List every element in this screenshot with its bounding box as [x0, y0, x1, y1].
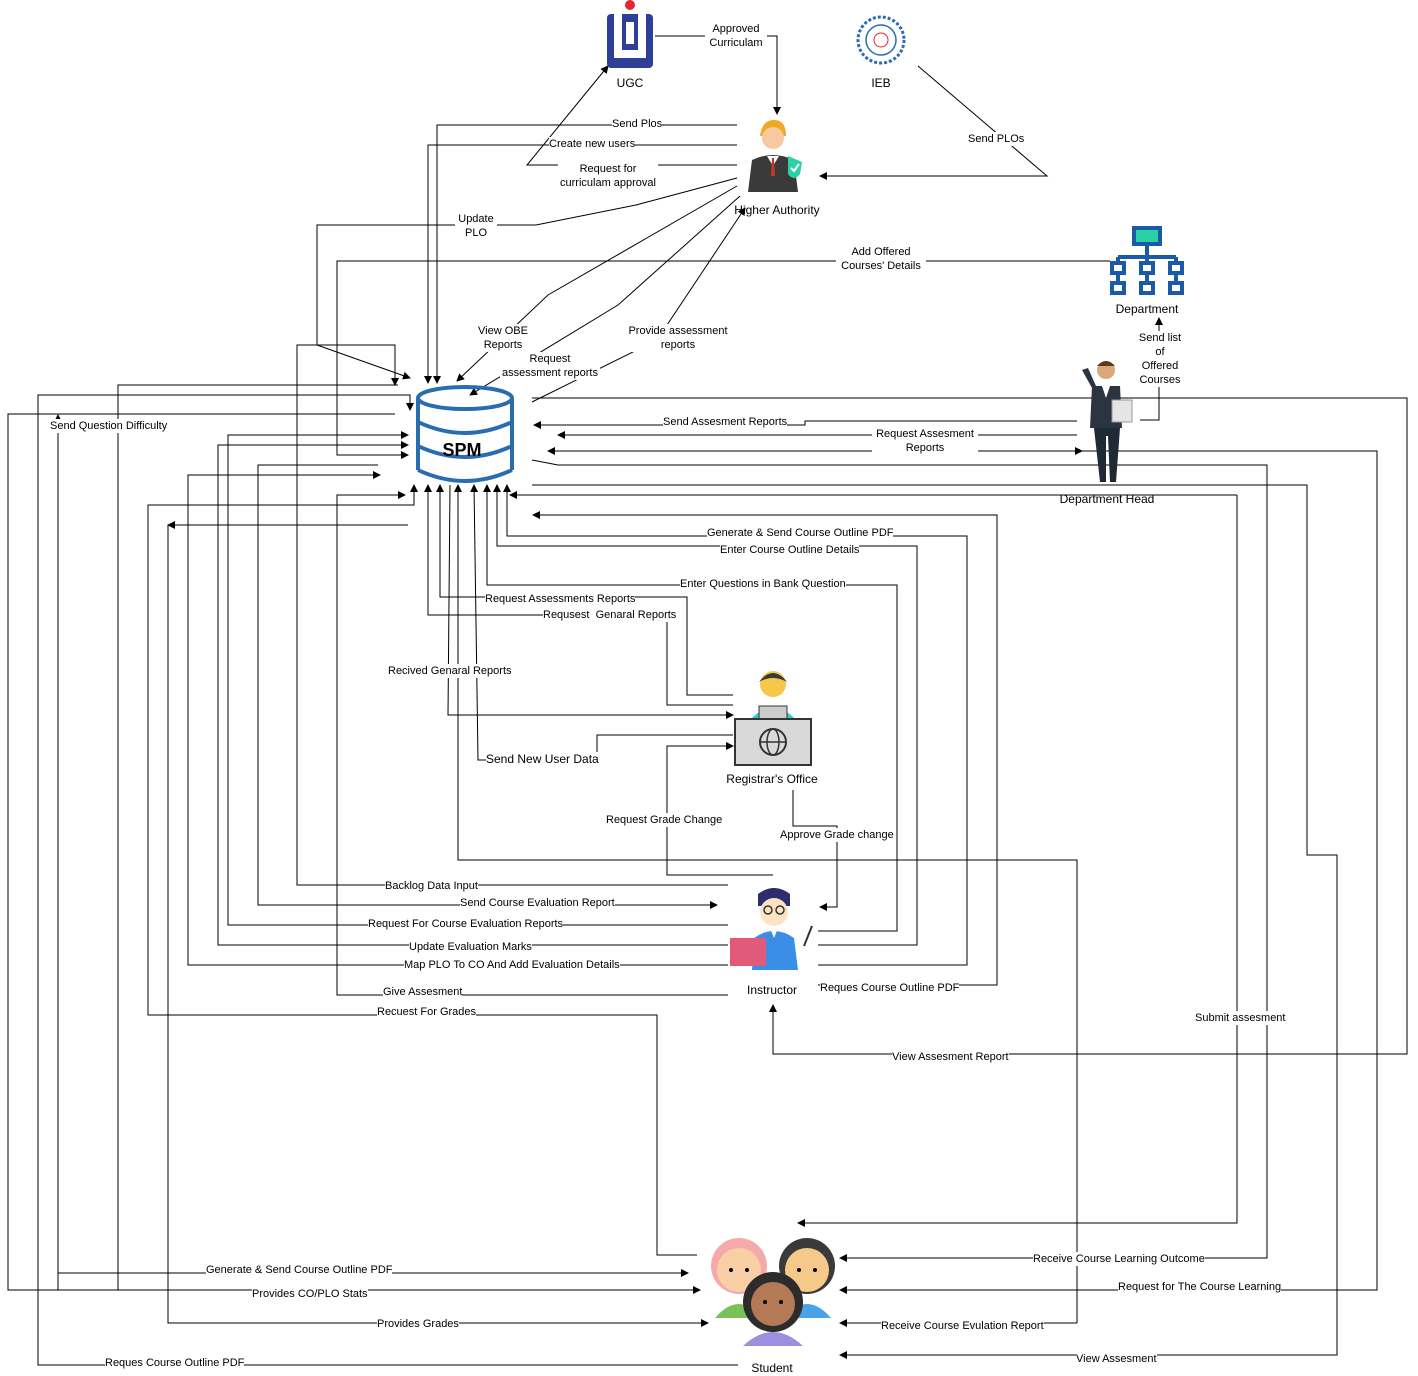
- ugc-logo-icon: [604, 0, 656, 70]
- ugc-label: UGC: [616, 76, 644, 90]
- instructor-label: Instructor: [746, 983, 797, 997]
- label-generate-send-course-outline-pdf: Generate & Send Course Outline PDF: [707, 526, 894, 540]
- edge-enter-course-outline: [493, 484, 918, 946]
- label-reques-course-outline-pdf-instr: Reques Course Outline PDF: [820, 981, 960, 995]
- label-request-grade-change: Request Grade Change: [606, 813, 723, 827]
- label-recived-genaral-reports: Recived Genaral Reports: [388, 664, 512, 678]
- edge-request-curriculam-approval: [525, 65, 737, 166]
- edge-approve-grade-change: [792, 790, 838, 911]
- label-generate-send-course-outline-pdf-student: Generate & Send Course Outline PDF: [206, 1263, 393, 1277]
- edge-submit-assesment: [797, 495, 1238, 1227]
- edge-recived-genaral-reports: [447, 484, 734, 719]
- edge-view-obe: [456, 185, 738, 382]
- label-send-question-difficulty: Send Question Difficulty: [50, 419, 168, 433]
- label-view-assesment: View Assesment: [1076, 1352, 1157, 1366]
- label-submit-assesment: Submit assesment: [1195, 1011, 1286, 1025]
- edge-give-assesment: [336, 491, 728, 996]
- label-provide-assessment-reports: Provide assessment reports: [626, 324, 730, 352]
- student-label: Student: [751, 1361, 793, 1375]
- edge-update-eval-marks: [217, 441, 728, 946]
- edge-recuest-grades: [147, 484, 697, 1256]
- edge-send-assessment-reports: [533, 420, 1077, 429]
- label-request-curriculam-approval: Request for curriculam approval: [558, 162, 658, 190]
- edge-enter-questions: [483, 484, 898, 932]
- edge-reques-outline-student: [37, 394, 738, 1366]
- edge-spm-right-2: [531, 459, 1268, 1262]
- department-hierarchy-icon: [1110, 225, 1184, 297]
- label-give-assesment: Give Assesment: [383, 985, 463, 999]
- edge-approved-curriculam: [655, 35, 781, 115]
- label-view-assesment-report: View Assesment Report: [892, 1050, 1009, 1064]
- label-provides-grades: Provides Grades: [377, 1317, 459, 1331]
- department-head-person-icon: [1078, 356, 1138, 486]
- higher-authority-person-icon: [742, 116, 812, 192]
- spm-label: SPM: [442, 440, 482, 460]
- label-add-offered-courses: Add Offered Courses' Details: [836, 245, 926, 273]
- label-requsest-genaral-reports: Requsest Genaral Reports: [543, 608, 677, 622]
- label-create-new-users: Create new users: [549, 137, 636, 151]
- label-update-evaluation-marks: Update Evaluation Marks: [409, 940, 532, 954]
- label-map-plo-to-co: Map PLO To CO And Add Evaluation Details: [404, 958, 620, 972]
- label-request-assessments-reports: Request Assessments Reports: [485, 592, 636, 606]
- department-head-label: Department Head: [1059, 492, 1155, 506]
- edge-request-grade-change: [666, 742, 773, 876]
- edge-provides-grades: [167, 525, 709, 1327]
- edge-update-plo: [316, 177, 738, 380]
- label-send-course-evaluation-report: Send Course Evaluation Report: [460, 896, 615, 910]
- label-send-new-user-data: Send New User Data: [486, 752, 599, 766]
- department-label: Department: [1115, 302, 1179, 316]
- spm-database-icon: SPM: [414, 384, 516, 484]
- edge-send-new-user-data: [470, 484, 733, 761]
- label-request-assesment-reports-dh: Request Assesment Reports: [872, 427, 978, 455]
- label-send-assesment-reports: Send Assesment Reports: [663, 415, 788, 429]
- student-group-icon: [703, 1234, 839, 1348]
- label-send-plos-ieb: Send PLOs: [968, 132, 1025, 146]
- edge-send-question-difficulty: [7, 413, 701, 1294]
- label-request-course-evaluation-reports: Request For Course Evaluation Reports: [368, 917, 564, 931]
- label-approve-grade-change: Approve Grade change: [780, 828, 894, 842]
- edge-generate-pdf-student: [54, 384, 398, 1291]
- label-receive-course-learning-outcome: Receive Course Learning Outcome: [1033, 1252, 1205, 1266]
- ieb-label: IEB: [871, 76, 891, 90]
- instructor-teacher-icon: [728, 884, 816, 974]
- label-reques-course-outline-pdf-student: Reques Course Outline PDF: [105, 1356, 245, 1370]
- label-approved-curriculam: Approved Curriculam: [705, 22, 767, 50]
- label-send-list-offered-courses: Send list of Offered Courses: [1136, 331, 1184, 387]
- edge-generate-course-outline: [503, 484, 968, 966]
- label-update-plo: Update PLO: [455, 212, 497, 240]
- registrar-label: Registrar's Office: [726, 772, 818, 786]
- label-send-plos: Send Plos: [612, 117, 663, 131]
- edge-req-course-eval: [227, 431, 728, 926]
- label-request-for-course-learning: Request for The Course Learning: [1118, 1280, 1282, 1294]
- edge-add-offered-courses: [336, 260, 1110, 459]
- edge-send-plos-ieb: [819, 65, 1049, 180]
- higher-authority-label: Higher Authority: [734, 203, 820, 217]
- label-request-assessment-reports-ha: Request assessment reports: [500, 352, 600, 380]
- label-view-obe-reports: View OBE Reports: [474, 324, 532, 352]
- label-enter-questions-bank: Enter Questions in Bank Question: [680, 577, 846, 591]
- edge-request-assessments-reports: [436, 484, 733, 696]
- label-provides-co-plo-stats: Provides CO/PLO Stats: [252, 1287, 368, 1301]
- label-recuest-for-grades: Recuest For Grades: [377, 1005, 477, 1019]
- label-enter-course-outline-details: Enter Course Outline Details: [720, 543, 860, 557]
- edge-spm-right-4: [532, 484, 1338, 1359]
- label-receive-course-evulation-report: Receive Course Evulation Report: [881, 1319, 1044, 1333]
- edge-spm-right-1: [532, 397, 1408, 1055]
- label-backlog-data-input: Backlog Data Input: [385, 879, 478, 893]
- ieb-seal-icon: [855, 12, 907, 70]
- registrar-office-icon: [733, 664, 813, 768]
